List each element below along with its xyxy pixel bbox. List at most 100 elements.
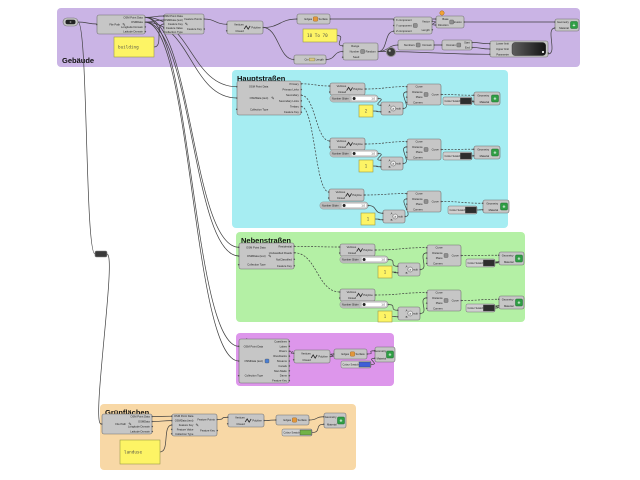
- input-grip[interactable]: [162, 27, 165, 29]
- wire[interactable]: [377, 98, 382, 106]
- input-grip[interactable]: [237, 263, 240, 266]
- input-grip[interactable]: [162, 23, 165, 25]
- wire[interactable]: [387, 304, 399, 311]
- output-grip[interactable]: [293, 251, 296, 254]
- wire[interactable]: [364, 141, 408, 145]
- input-grip[interactable]: [170, 428, 173, 431]
- input-grip[interactable]: [379, 104, 382, 107]
- output-grip[interactable]: [471, 46, 474, 49]
- output-grip[interactable]: [216, 429, 219, 432]
- input-grip[interactable]: [396, 265, 399, 268]
- input-grip[interactable]: [405, 101, 408, 104]
- output-grip[interactable]: [144, 26, 147, 28]
- input-grip[interactable]: [225, 23, 228, 26]
- output-grip[interactable]: [374, 294, 377, 296]
- colour-swatch-n2[interactable]: Colour Swatch: [465, 303, 496, 313]
- colour-swatch-h3[interactable]: Colour Swatch: [447, 205, 478, 215]
- panel-random-range[interactable]: 10 To 70: [302, 28, 338, 43]
- panel-width-n1[interactable]: 1: [377, 265, 393, 279]
- input-grip[interactable]: [292, 358, 295, 361]
- wire[interactable]: [153, 23, 165, 48]
- wire[interactable]: [460, 298, 500, 301]
- input-grip[interactable]: [405, 140, 408, 143]
- output-grip[interactable]: [329, 355, 332, 358]
- output-grip[interactable]: [547, 52, 550, 54]
- input-grip[interactable]: [327, 191, 330, 193]
- input-grip[interactable]: [237, 374, 240, 377]
- wire[interactable]: [387, 259, 399, 267]
- swatch-color[interactable]: [299, 429, 312, 436]
- wire[interactable]: [440, 94, 475, 96]
- input-grip[interactable]: [274, 419, 277, 421]
- swatch-color[interactable]: [460, 97, 472, 105]
- panel-landuse-body[interactable]: [119, 439, 161, 465]
- wire[interactable]: [370, 357, 376, 365]
- input-grip[interactable]: [170, 415, 173, 418]
- output-grip[interactable]: [463, 21, 466, 23]
- output-grip[interactable]: [293, 264, 296, 267]
- panel-landuse[interactable]: landuse: [119, 439, 161, 465]
- output-grip[interactable]: [377, 152, 380, 155]
- swatch-color[interactable]: [483, 259, 495, 267]
- output-grip[interactable]: [300, 83, 303, 85]
- output-grip[interactable]: [151, 420, 154, 423]
- warning-balloon-icon[interactable]: [439, 10, 445, 16]
- wire[interactable]: [159, 424, 173, 453]
- input-grip[interactable]: [379, 165, 382, 168]
- wire[interactable]: [440, 201, 484, 204]
- input-grip[interactable]: [425, 302, 428, 304]
- output-grip[interactable]: [144, 16, 147, 19]
- wire[interactable]: [419, 252, 428, 270]
- input-grip[interactable]: [488, 42, 491, 45]
- input-grip[interactable]: [226, 416, 229, 419]
- wire[interactable]: [494, 261, 500, 264]
- wire[interactable]: [372, 110, 382, 113]
- input-grip[interactable]: [327, 197, 330, 199]
- wire[interactable]: [293, 252, 341, 293]
- wire[interactable]: [377, 153, 382, 161]
- output-grip[interactable]: [293, 258, 296, 261]
- swatch-color[interactable]: [358, 361, 371, 368]
- output-grip[interactable]: [419, 312, 422, 315]
- input-grip[interactable]: [488, 53, 491, 56]
- output-grip[interactable]: [366, 353, 369, 355]
- slider-rail[interactable]: [361, 257, 387, 262]
- output-grip[interactable]: [263, 419, 266, 422]
- output-grip[interactable]: [300, 94, 303, 96]
- gradient-handle[interactable]: [541, 50, 545, 54]
- panel-width-h1-body[interactable]: [358, 104, 374, 118]
- output-grip[interactable]: [293, 245, 296, 248]
- output-grip[interactable]: [144, 30, 147, 33]
- input-grip[interactable]: [425, 307, 428, 310]
- input-grip[interactable]: [373, 357, 376, 360]
- wire[interactable]: [402, 146, 408, 164]
- wire[interactable]: [288, 350, 295, 354]
- output-grip[interactable]: [440, 93, 443, 96]
- output-grip[interactable]: [402, 107, 405, 110]
- input-grip[interactable]: [392, 24, 395, 27]
- input-grip[interactable]: [170, 419, 173, 422]
- output-grip[interactable]: [288, 355, 291, 357]
- colour-swatch-n1[interactable]: Colour Swatch: [465, 258, 496, 268]
- output-grip[interactable]: [433, 44, 436, 46]
- output-grip[interactable]: [387, 258, 390, 261]
- input-grip[interactable]: [553, 27, 556, 29]
- wire[interactable]: [203, 18, 228, 25]
- input-grip[interactable]: [425, 297, 428, 299]
- output-grip[interactable]: [460, 299, 463, 302]
- output-grip[interactable]: [151, 415, 154, 418]
- wire[interactable]: [374, 218, 384, 221]
- input-grip[interactable]: [405, 198, 408, 200]
